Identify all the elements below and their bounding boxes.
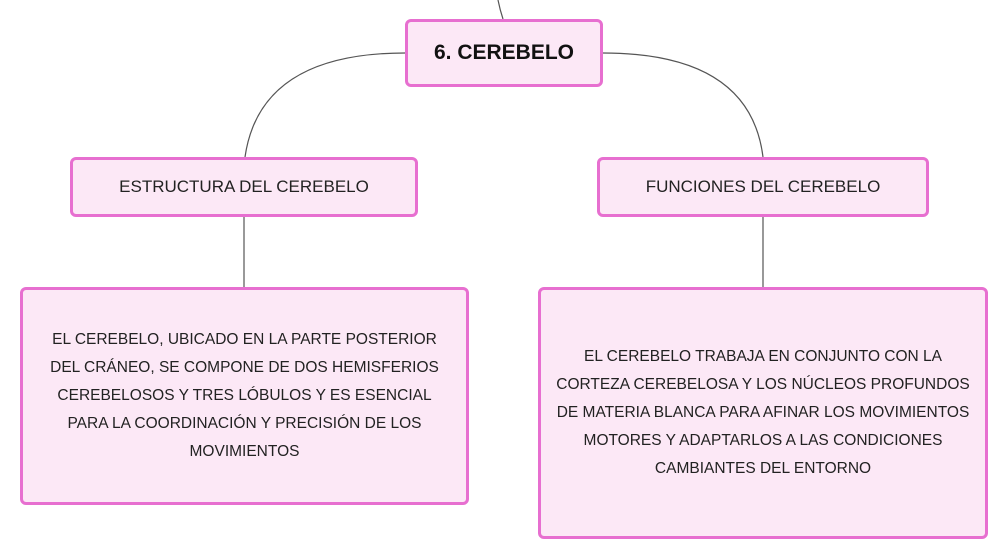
detail-node-estructura[interactable]: EL CEREBELO, UBICADO EN LA PARTE POSTERI…: [20, 287, 469, 505]
connector-root-to-estructura: [244, 52, 406, 158]
topic-node-estructura[interactable]: ESTRUCTURA DEL CEREBELO: [70, 157, 418, 217]
root-node[interactable]: 6. CEREBELO: [405, 19, 603, 87]
topic-node-estructura-label: ESTRUCTURA DEL CEREBELO: [119, 177, 369, 196]
connector-root-to-funciones: [602, 52, 764, 158]
topic-node-funciones-label: FUNCIONES DEL CEREBELO: [645, 177, 881, 196]
detail-node-funciones[interactable]: EL CEREBELO TRABAJA EN CONJUNTO CON LA C…: [538, 287, 988, 539]
incoming-connector: [497, 0, 504, 20]
root-node-label: 6. CEREBELO: [433, 41, 575, 64]
detail-node-funciones-text: EL CEREBELO TRABAJA EN CONJUNTO CON LA C…: [556, 348, 970, 477]
detail-node-estructura-text: EL CEREBELO, UBICADO EN LA PARTE POSTERI…: [50, 331, 439, 460]
topic-node-funciones[interactable]: FUNCIONES DEL CEREBELO: [597, 157, 929, 217]
